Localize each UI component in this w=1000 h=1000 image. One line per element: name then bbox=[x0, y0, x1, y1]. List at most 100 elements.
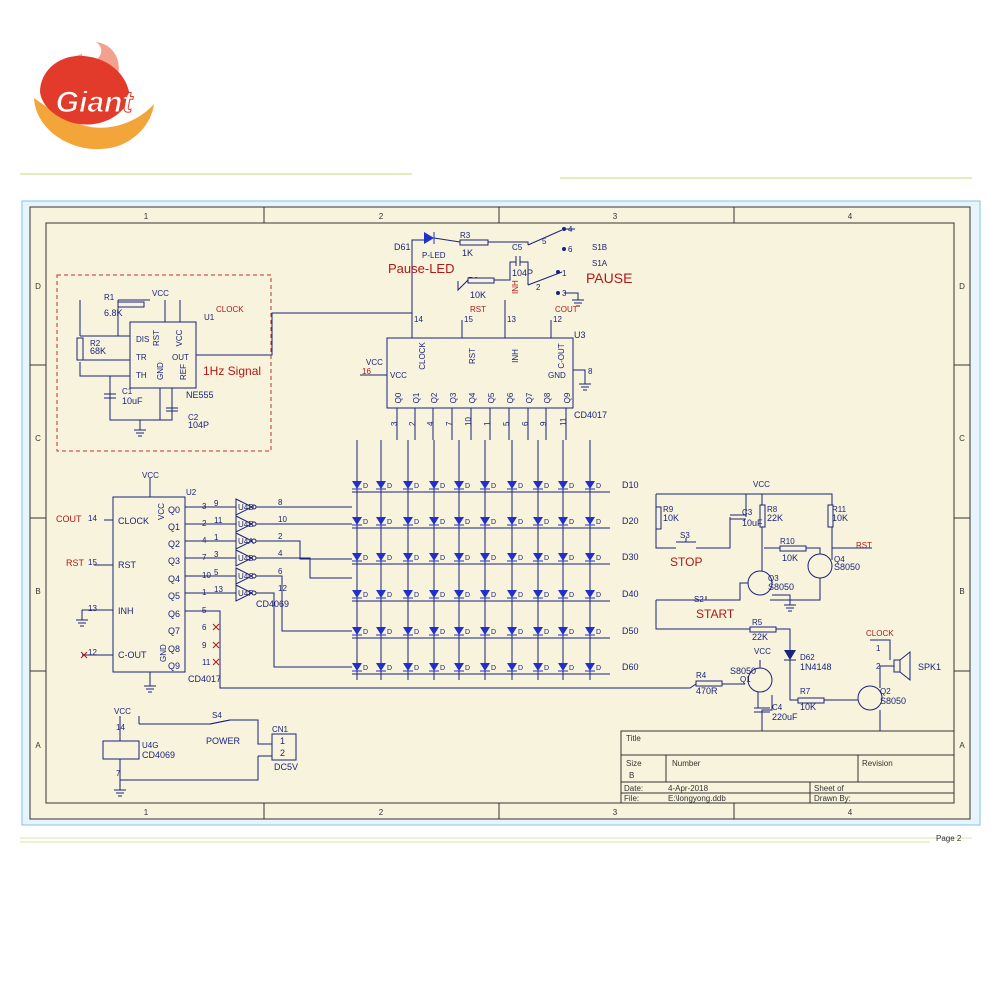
r2-val: 68K bbox=[90, 346, 106, 356]
led-label: D bbox=[465, 519, 470, 526]
pause-pin-1: 1 bbox=[562, 269, 567, 278]
u3-pin-q5: Q5 bbox=[487, 392, 496, 403]
inverter-out-pin: 4 bbox=[278, 549, 283, 558]
timer-block-outline bbox=[56, 274, 272, 452]
ground-symbol bbox=[114, 789, 126, 797]
led-triangle bbox=[403, 663, 413, 671]
wire-40 bbox=[256, 592, 352, 668]
u4g-pin-14: 14 bbox=[116, 723, 125, 732]
inverter-body bbox=[235, 584, 254, 602]
led-cell: D bbox=[376, 553, 392, 562]
grid-col-bottom-1: 1 bbox=[144, 808, 149, 817]
inverter-ref: U4B bbox=[238, 554, 254, 563]
r5-val: 22K bbox=[752, 632, 768, 642]
led-label: D bbox=[440, 592, 445, 599]
led-cell: D bbox=[480, 517, 496, 526]
tb-file: File: bbox=[624, 794, 639, 803]
led-triangle bbox=[558, 590, 568, 598]
led-triangle bbox=[352, 627, 362, 635]
wire-6 bbox=[520, 261, 529, 285]
wire-67 bbox=[870, 639, 891, 660]
inverter-in-pin: 3 bbox=[214, 550, 219, 559]
u1-pin-ref: REF bbox=[179, 364, 188, 380]
wire-37 bbox=[256, 540, 352, 560]
led-label: D bbox=[544, 519, 549, 526]
u2-vcc-net: VCC bbox=[142, 471, 159, 480]
led-cell: D bbox=[585, 553, 601, 562]
led-cell: D bbox=[480, 627, 496, 636]
wire-58 bbox=[772, 594, 791, 605]
led-cell: D bbox=[585, 481, 601, 490]
wire-33 bbox=[185, 610, 697, 689]
led-triangle bbox=[533, 663, 543, 671]
led-cell: D bbox=[507, 481, 523, 490]
tb-size: Size bbox=[626, 759, 642, 768]
led-label: D bbox=[596, 665, 601, 672]
d61-name: P-LED bbox=[422, 251, 446, 260]
inverter-out-pin: 2 bbox=[278, 532, 283, 541]
u3-inh-net: INH bbox=[511, 280, 520, 294]
u3-pin-num-top: 12 bbox=[553, 315, 562, 324]
c4-val: 220uF bbox=[772, 712, 798, 722]
led-triangle bbox=[403, 481, 413, 489]
r9-val: 10K bbox=[663, 513, 679, 523]
led-label: D bbox=[414, 629, 419, 636]
led-label: D bbox=[544, 483, 549, 490]
led-triangle bbox=[507, 627, 517, 635]
c3-val: 10uF bbox=[742, 518, 763, 528]
timer-vcc: VCC bbox=[152, 289, 169, 298]
inverter-in-pin: 13 bbox=[214, 585, 223, 594]
ground-symbol bbox=[134, 429, 146, 437]
led-label: D bbox=[596, 483, 601, 490]
led-label: D bbox=[465, 592, 470, 599]
r9-ref: R9 bbox=[663, 505, 674, 514]
r8-ref: R8 bbox=[767, 505, 778, 514]
c3-ref: C3 bbox=[742, 508, 753, 517]
led-cell: D bbox=[480, 481, 496, 490]
led-cell: D bbox=[429, 553, 445, 562]
q1-part: S8050 bbox=[730, 666, 756, 676]
giant-logo: Giant bbox=[34, 42, 154, 150]
led-row-end-label: D60 bbox=[622, 662, 639, 672]
led-triangle bbox=[480, 590, 490, 598]
pause-label: PAUSE bbox=[586, 270, 632, 286]
grid-row-right-B: B bbox=[959, 587, 964, 596]
r2-body bbox=[76, 337, 84, 361]
led-cell: D bbox=[507, 553, 523, 562]
u1-pin-tr: TR bbox=[136, 353, 147, 362]
sound-section: Q1 S8050 R4 470R C4 220uF R7 10K Q2 S805… bbox=[695, 629, 941, 722]
led-triangle bbox=[558, 481, 568, 489]
u3-rst-net: RST bbox=[470, 305, 486, 314]
r5-ref: R5 bbox=[752, 618, 763, 627]
u3-pin-rst: RST bbox=[468, 348, 477, 364]
u2-vcc: VCC bbox=[157, 503, 166, 520]
led-triangle bbox=[480, 663, 490, 671]
ground-symbol bbox=[144, 685, 156, 693]
unused-pin-mark bbox=[80, 651, 88, 659]
led-cell: D bbox=[480, 590, 496, 599]
u3-pin-num-bottom: 5 bbox=[502, 421, 511, 426]
led-cell: D bbox=[507, 517, 523, 526]
led-triangle bbox=[376, 481, 386, 489]
led-label: D bbox=[491, 519, 496, 526]
u2-pin-num-right: 3 bbox=[202, 502, 207, 511]
led-triangle bbox=[352, 481, 362, 489]
led-label: D bbox=[363, 592, 368, 599]
u2-pin-num-right: 2 bbox=[202, 519, 207, 528]
u1-pin-rst: RST bbox=[152, 330, 161, 346]
u2-part: CD4017 bbox=[188, 674, 221, 684]
wire-63 bbox=[761, 695, 773, 735]
grid-row-left-B: B bbox=[35, 587, 40, 596]
tb-file-val: E:\longyong.ddb bbox=[668, 794, 726, 803]
led-cell: D bbox=[558, 517, 574, 526]
wires bbox=[76, 228, 894, 797]
led-cell: D bbox=[533, 627, 549, 636]
led-cell: D bbox=[533, 553, 549, 562]
led-label: D bbox=[491, 483, 496, 490]
grid-col-top-3: 3 bbox=[613, 212, 618, 221]
wire-5 bbox=[494, 261, 516, 281]
led-triangle bbox=[507, 663, 517, 671]
unused-pin-mark bbox=[212, 623, 220, 631]
u2-pin-q6: Q6 bbox=[168, 609, 180, 619]
